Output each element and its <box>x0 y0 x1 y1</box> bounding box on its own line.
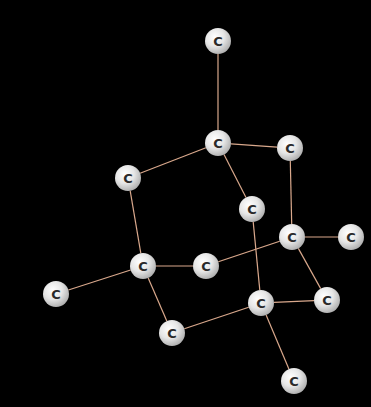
carbon-atom: C <box>248 290 274 316</box>
carbon-atom: C <box>314 287 340 313</box>
atom-label: C <box>167 327 177 340</box>
atom-label: C <box>138 260 148 273</box>
atom-label: C <box>213 137 223 150</box>
bond-line <box>156 265 193 266</box>
atom-label: C <box>256 297 266 310</box>
atom-label: C <box>247 203 257 216</box>
atom-label: C <box>213 35 223 48</box>
carbon-atom: C <box>279 224 305 250</box>
carbon-atom: C <box>205 28 231 54</box>
bond-line <box>253 222 260 290</box>
bond-line <box>148 278 167 321</box>
carbon-atom: C <box>159 320 185 346</box>
atom-label: C <box>346 231 356 244</box>
bond-line <box>290 161 291 224</box>
carbon-atom: C <box>130 253 156 279</box>
atom-label: C <box>51 288 61 301</box>
atom-label: C <box>289 375 299 388</box>
bond-line <box>274 301 314 303</box>
bond-line <box>184 307 248 329</box>
bond-line <box>218 241 279 262</box>
bond-line <box>224 155 246 198</box>
carbon-atom: C <box>115 165 141 191</box>
atom-label: C <box>123 172 133 185</box>
carbon-atom: C <box>277 135 303 161</box>
carbon-atom: C <box>193 253 219 279</box>
carbon-atom: C <box>281 368 307 394</box>
bond-line <box>231 144 277 147</box>
bond-line <box>140 148 206 174</box>
bond-line <box>217 54 218 130</box>
carbon-atom: C <box>43 281 69 307</box>
carbon-atom: C <box>239 196 265 222</box>
atom-label: C <box>201 260 211 273</box>
bond-line <box>68 270 130 290</box>
bond-line <box>130 191 141 253</box>
atom-label: C <box>287 231 297 244</box>
bond-line <box>298 248 320 288</box>
carbon-atom: C <box>338 224 364 250</box>
bond-line <box>266 315 289 369</box>
atom-label: C <box>285 142 295 155</box>
atom-label: C <box>322 294 332 307</box>
carbon-atom: C <box>205 130 231 156</box>
bond-line <box>305 236 338 237</box>
